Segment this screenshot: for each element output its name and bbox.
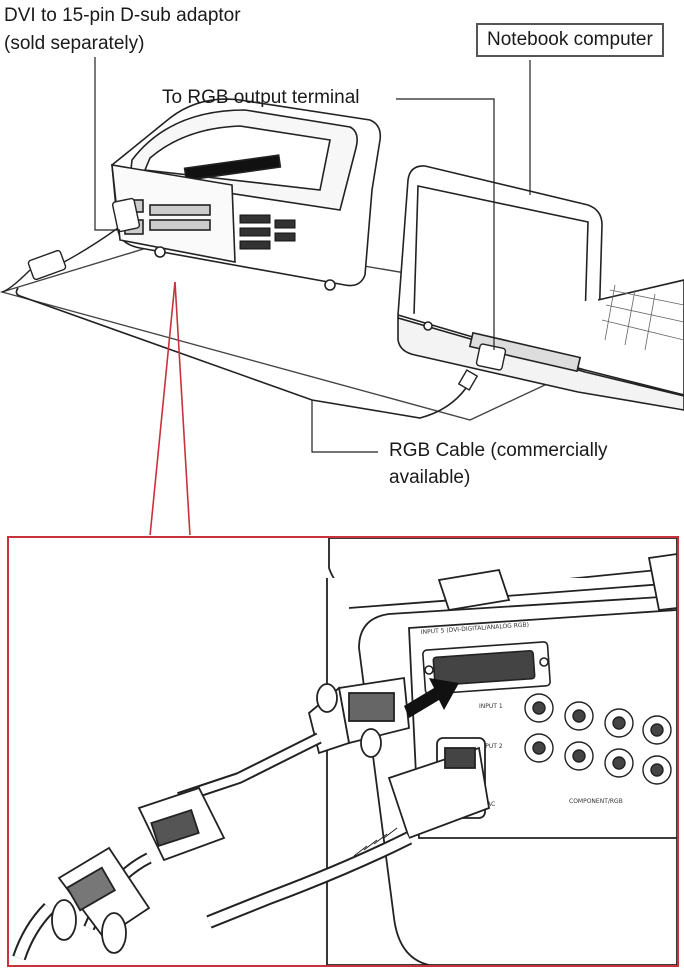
insert-arrow	[404, 678, 459, 718]
adaptor-label: DVI to 15-pin D-sub adaptor	[4, 5, 241, 26]
rca-jacks	[524, 693, 672, 785]
ac-label: AC	[487, 801, 495, 808]
closeup-illustration: INPUT 5 (DVI-DIGITAL/ANALOG RGB) INPUT 1…	[12, 538, 677, 965]
input1-label: INPUT 1	[479, 703, 503, 710]
detail-closeup: INPUT 5 (DVI-DIGITAL/ANALOG RGB) INPUT 1…	[7, 536, 679, 967]
notebook-computer	[397, 165, 684, 411]
callout-lines	[149, 281, 191, 535]
projector	[111, 98, 382, 291]
notebook-label: Notebook computer	[476, 23, 664, 57]
table-surface	[0, 235, 684, 421]
leader-lines	[94, 57, 531, 453]
component-label: COMPONENT/RGB	[569, 798, 623, 805]
input2-label: INPUT 2	[479, 743, 503, 750]
rgb-output-label: To RGB output terminal	[162, 87, 360, 108]
dvi-port	[422, 641, 551, 695]
rgb-cable-plug	[457, 343, 507, 391]
cable-note: available)	[389, 467, 471, 488]
dvi-to-dsub-adaptor	[307, 676, 410, 758]
ac-power-plug	[206, 737, 491, 929]
overview-illustration	[0, 57, 684, 535]
dvi-adaptor-plug	[1, 197, 141, 293]
adaptor-note: (sold separately)	[4, 33, 145, 54]
rgb-plug-closeup	[12, 846, 151, 961]
cable-label: RGB Cable (commercially	[389, 440, 608, 461]
